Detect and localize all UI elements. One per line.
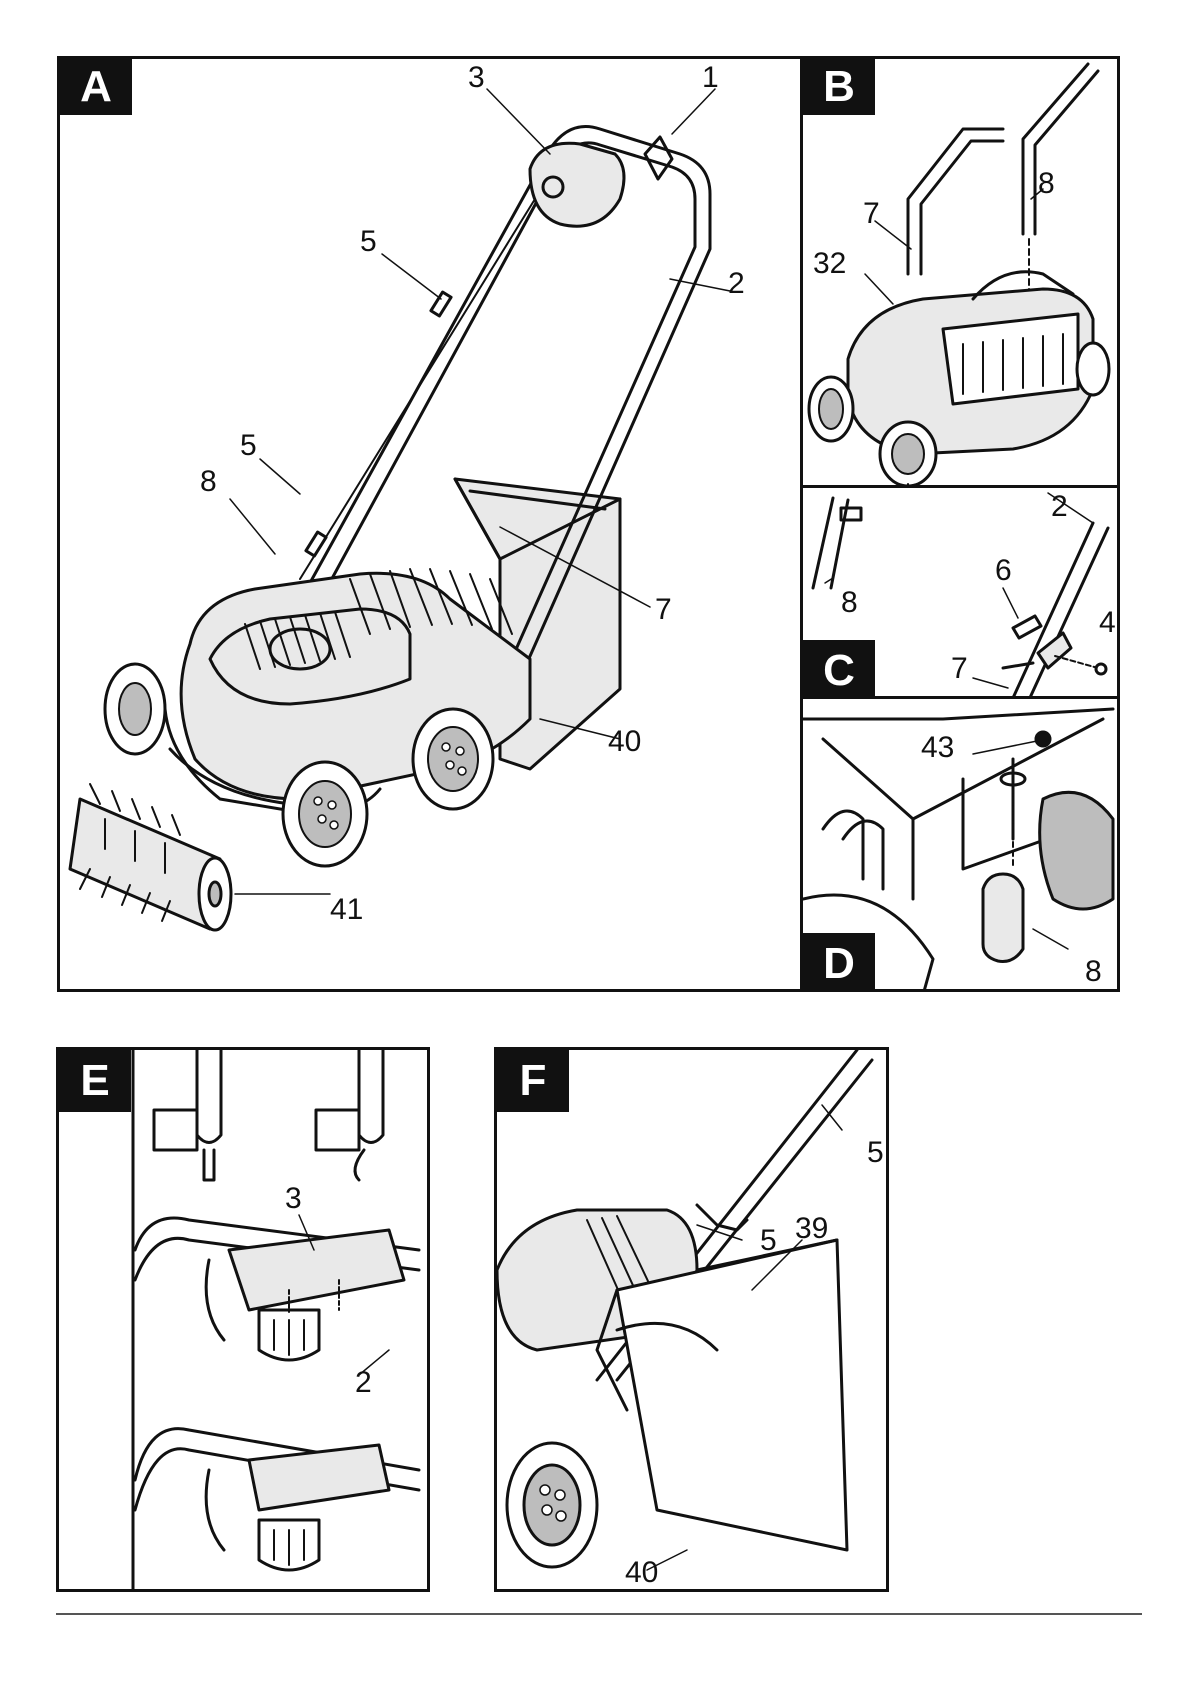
callout-7: 7 bbox=[863, 199, 880, 229]
grass-box-attachment-illustration bbox=[497, 1050, 889, 1592]
panel-label-a: A bbox=[60, 59, 132, 115]
callout-43: 43 bbox=[921, 733, 954, 763]
callout-40: 40 bbox=[625, 1558, 658, 1588]
callout-7: 7 bbox=[951, 654, 968, 684]
callout-5-upper: 5 bbox=[867, 1138, 884, 1168]
panel-label-e: E bbox=[59, 1050, 131, 1112]
callout-5-lower: 5 bbox=[760, 1226, 777, 1256]
panel-f: F 5 5 39 40 bbox=[494, 1047, 889, 1592]
callout-5-upper: 5 bbox=[360, 227, 377, 257]
callout-39: 39 bbox=[795, 1214, 828, 1244]
callout-6: 6 bbox=[995, 556, 1012, 586]
callout-41: 41 bbox=[330, 895, 363, 925]
panel-label-f: F bbox=[497, 1050, 569, 1112]
panel-label-d: D bbox=[803, 933, 875, 992]
callout-7: 7 bbox=[655, 595, 672, 625]
footer-divider bbox=[56, 1613, 1142, 1615]
panel-a: A 1 2 3 5 5 7 8 40 41 bbox=[57, 56, 803, 992]
panel-c: C 2 4 6 7 8 bbox=[800, 485, 1120, 699]
panel-label-c: C bbox=[803, 640, 875, 699]
callout-1: 1 bbox=[702, 63, 719, 93]
callout-40: 40 bbox=[608, 727, 641, 757]
callout-8: 8 bbox=[200, 467, 217, 497]
panel-d: D 43 8 bbox=[800, 696, 1120, 992]
panel-label-b: B bbox=[803, 59, 875, 115]
callout-3: 3 bbox=[468, 63, 485, 93]
callout-8: 8 bbox=[1085, 957, 1102, 987]
callout-8: 8 bbox=[1038, 169, 1055, 199]
switch-mounting-illustration bbox=[59, 1050, 430, 1592]
panel-b: B 7 8 32 bbox=[800, 56, 1120, 488]
callout-2: 2 bbox=[728, 269, 745, 299]
callout-5-lower: 5 bbox=[240, 431, 257, 461]
panel-e: E 3 2 bbox=[56, 1047, 430, 1592]
callout-4: 4 bbox=[1099, 608, 1116, 638]
callout-8: 8 bbox=[841, 588, 858, 618]
callout-2: 2 bbox=[1051, 492, 1068, 522]
callout-2: 2 bbox=[355, 1368, 372, 1398]
callout-32: 32 bbox=[813, 249, 846, 279]
aerator-full-assembly-illustration bbox=[60, 59, 803, 992]
callout-3: 3 bbox=[285, 1184, 302, 1214]
handle-insertion-illustration bbox=[803, 59, 1120, 488]
